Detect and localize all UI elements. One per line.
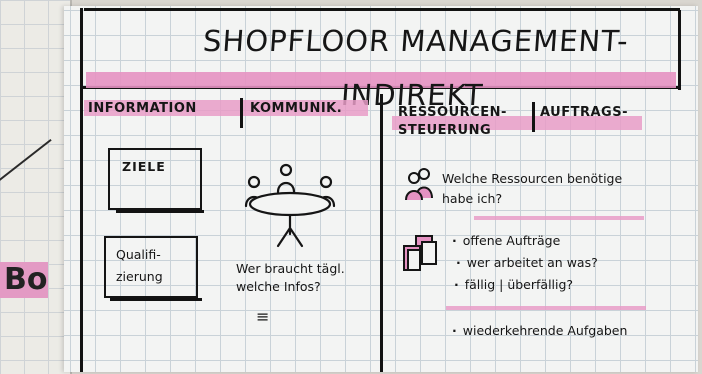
recurring-tasks-item: wiederkehrende Aufgaben (452, 322, 628, 340)
left-flipchart: Bo (0, 0, 72, 374)
qualification-box-label-line1: Qualifi- (116, 247, 161, 262)
meeting-table-icon (244, 163, 336, 248)
right-heading-resources-line1: RESSOURCEN- (398, 105, 507, 120)
right-heading-separator (532, 102, 535, 132)
tally-marks: ≡ (256, 307, 270, 326)
left-diagonal-line (0, 138, 52, 190)
resource-question-line1: Welche Ressourcen benötige (442, 171, 623, 186)
left-heading-separator (240, 98, 243, 128)
title-highlight (86, 72, 676, 88)
frame-right-line (678, 10, 681, 90)
qualification-box (104, 236, 198, 298)
order-item-who-works: wer arbeitet an was? (456, 254, 598, 272)
flipchart-paper: SHOPFLOOR MANAGEMENT- INDIREKT INFORMATI… (64, 6, 698, 372)
left-heading-highlight (84, 100, 368, 116)
right-heading-orders: AUFTRAGS- (540, 105, 628, 120)
goals-box-shadow (116, 210, 204, 213)
qualification-box-label-line2: zierung (116, 269, 163, 284)
frame-left-line (80, 8, 83, 372)
left-fragment-text: Bo (0, 262, 48, 298)
resource-separator-highlight (474, 216, 644, 220)
info-question-line2: welche Infos? (236, 279, 321, 294)
right-heading-resources-line2: STEUERUNG (398, 123, 492, 138)
order-item-due: fällig | überfällig? (454, 276, 573, 294)
orders-separator-highlight (446, 306, 646, 310)
right-heading-highlight (392, 116, 642, 130)
frame-top-line (84, 8, 680, 11)
goals-box (108, 148, 202, 210)
info-question-line1: Wer braucht tägl. (236, 261, 345, 276)
section-divider-line (380, 94, 383, 372)
goals-box-label: ZIELE (122, 159, 166, 174)
people-icon (405, 168, 433, 201)
order-item-open: offene Aufträge (452, 232, 561, 250)
resource-question-line2: habe ich? (442, 191, 503, 206)
qualification-box-shadow (110, 298, 202, 301)
documents-icon (403, 235, 437, 271)
left-heading-communication: KOMMUNIK. (250, 101, 343, 116)
left-heading-information: INFORMATION (88, 101, 197, 116)
